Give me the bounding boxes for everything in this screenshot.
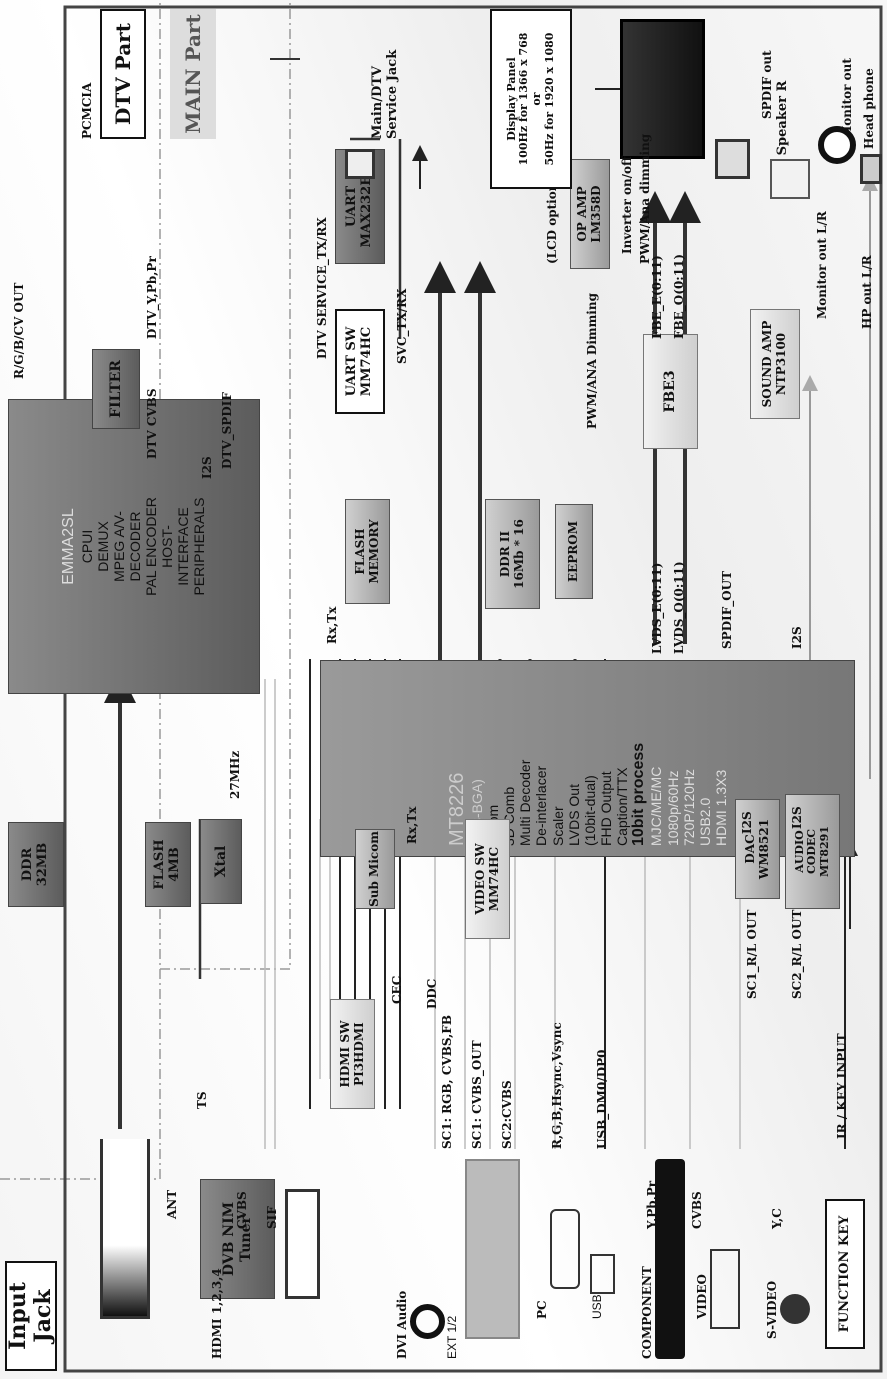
spdif-out-label: SPDIF out	[760, 50, 774, 119]
pcmcia-label: PCMCIA	[80, 82, 94, 139]
dtv-part-boundary	[0, 0, 161, 1180]
input-jack-label: Input Jack	[5, 1261, 57, 1371]
tv-display-icon	[620, 19, 705, 159]
video-jacks-icon	[710, 1249, 740, 1329]
signal-sif: SIF	[265, 1206, 279, 1229]
signal-cec: CEC	[390, 975, 404, 1004]
signal-sc1-cvbs-out: SC1: CVBS_OUT	[470, 1040, 484, 1149]
signal-i2s-d: I2S	[790, 806, 804, 829]
scart-port-icon	[465, 1159, 520, 1339]
vga-port-icon	[550, 1209, 580, 1289]
fbe3-block: FBE3	[643, 334, 698, 449]
signal-sc2-rl: SC2_R/L OUT	[790, 909, 804, 999]
signal-dtv-cvbs: DTV CVBS	[145, 388, 159, 460]
signal-ddc: DDC	[425, 978, 439, 1009]
svideo-label: S-VIDEO	[765, 1280, 779, 1339]
signal-cvbs: CVBS	[235, 1191, 249, 1229]
eeprom-block: EEPROM	[555, 504, 593, 599]
pcmcia-slot-icon	[100, 1139, 150, 1319]
xtal-block: Xtal	[200, 819, 242, 904]
signal-inverter: Inverter on/off	[620, 156, 634, 254]
signal-pwm-ana: PWM/ANA Dimming	[585, 293, 599, 429]
video-label: VIDEO	[695, 1274, 709, 1319]
component-jacks-icon	[655, 1159, 685, 1359]
signal-sc1-rl: SC1_R/L OUT	[745, 909, 759, 999]
spdif-jack-icon	[715, 139, 750, 179]
signal-i2s-b: I2S	[790, 626, 804, 649]
hdmi-port-icon	[285, 1189, 320, 1299]
dtv-part-label: DTV Part	[100, 9, 146, 139]
signal-fbe-e: FBE_E(0:11)	[650, 255, 664, 339]
component-label: COMPONENT	[640, 1266, 654, 1359]
signal-svc: SVC_TX/RX	[395, 288, 409, 364]
svideo-jack-icon	[780, 1294, 810, 1324]
signal-ir-key: IR / KEY INPUT	[835, 1033, 849, 1139]
dvi-audio-label: DVI Audio	[395, 1290, 409, 1359]
signal-usb-dm: USB_DM0/DP0	[595, 1049, 609, 1149]
signal-rgb-hv: R,G,B,Hsync,Vsync	[550, 1022, 564, 1149]
signal-i2s-c: I2S	[740, 811, 754, 834]
function-key-block: FUNCTION KEY	[825, 1199, 865, 1349]
usb-port-icon	[590, 1254, 615, 1294]
signal-rx-tx-a: Rx,Tx	[325, 606, 339, 644]
signal-dtv-spdif: DTV_SPDIF	[220, 392, 234, 469]
dvi-audio-jack-icon	[410, 1304, 445, 1339]
signal-fbe-o: FBE_O(0:11)	[672, 253, 686, 339]
signal-sc2-cvbs: SC2:CVBS	[500, 1080, 514, 1149]
monitor-out-jack-icon	[818, 126, 856, 164]
sub-micom-block: Sub Micom	[355, 829, 395, 909]
signal-yc: Y,C	[770, 1208, 784, 1229]
signal-lvds-o: LVDS_O(0:11)	[672, 561, 686, 654]
signal-dtv-service: DTV SERVICE_TX/RX	[315, 217, 329, 359]
signal-pwm-ana-dim: PWM/Ana dimming	[638, 133, 652, 264]
signal-dtv-ypbpr: DTV_Y,Pb,Pr	[145, 256, 159, 339]
ant-label: ANT	[165, 1189, 179, 1219]
head-phone-label: Head phone	[862, 68, 876, 149]
signal-rx-tx-b: Rx,Tx	[405, 806, 419, 844]
signal-hp-lr: HP out L/R	[860, 255, 874, 329]
main-part-boundary	[160, 0, 291, 970]
lcd-option-label: (LCD option)	[545, 176, 559, 264]
main-part-label: MAIN Part	[170, 9, 216, 139]
signal-rgbcv-out: R/G/B/CV OUT	[12, 282, 26, 379]
hdmi-input-label: HDMI 1,2,3,4	[210, 1268, 224, 1359]
signal-i2s-a: I2S	[200, 456, 214, 479]
usb-label: USB	[590, 1294, 604, 1319]
headphone-jack-icon	[860, 154, 882, 184]
ext-label: EXT 1/2	[445, 1315, 459, 1359]
speaker-label: L Speaker R	[775, 80, 790, 169]
filter-block: FILTER	[92, 349, 140, 429]
speaker-icon	[770, 159, 810, 199]
signal-lvds-e: LVDS_E(0:11)	[650, 562, 664, 654]
xtal-freq-label: 27MHz	[228, 750, 242, 799]
pc-label: PC	[535, 1300, 549, 1319]
signal-ypbpr: Y,Pb,Pr	[645, 1180, 659, 1229]
signal-sc1-rgb: SC1: RGB, CVBS,FB	[440, 1015, 454, 1149]
signal-monitor-lr: Monitor out L/R	[815, 211, 829, 319]
display-panel-label: Display Panel 100Hz for 1366 x 768 or 50…	[490, 9, 572, 189]
signal-cvbs2: CVBS	[690, 1191, 704, 1229]
service-jack-icon	[345, 149, 375, 179]
signal-spdif-out: SPDIF_OUT	[720, 570, 734, 649]
signal-ts: TS	[195, 1091, 209, 1109]
